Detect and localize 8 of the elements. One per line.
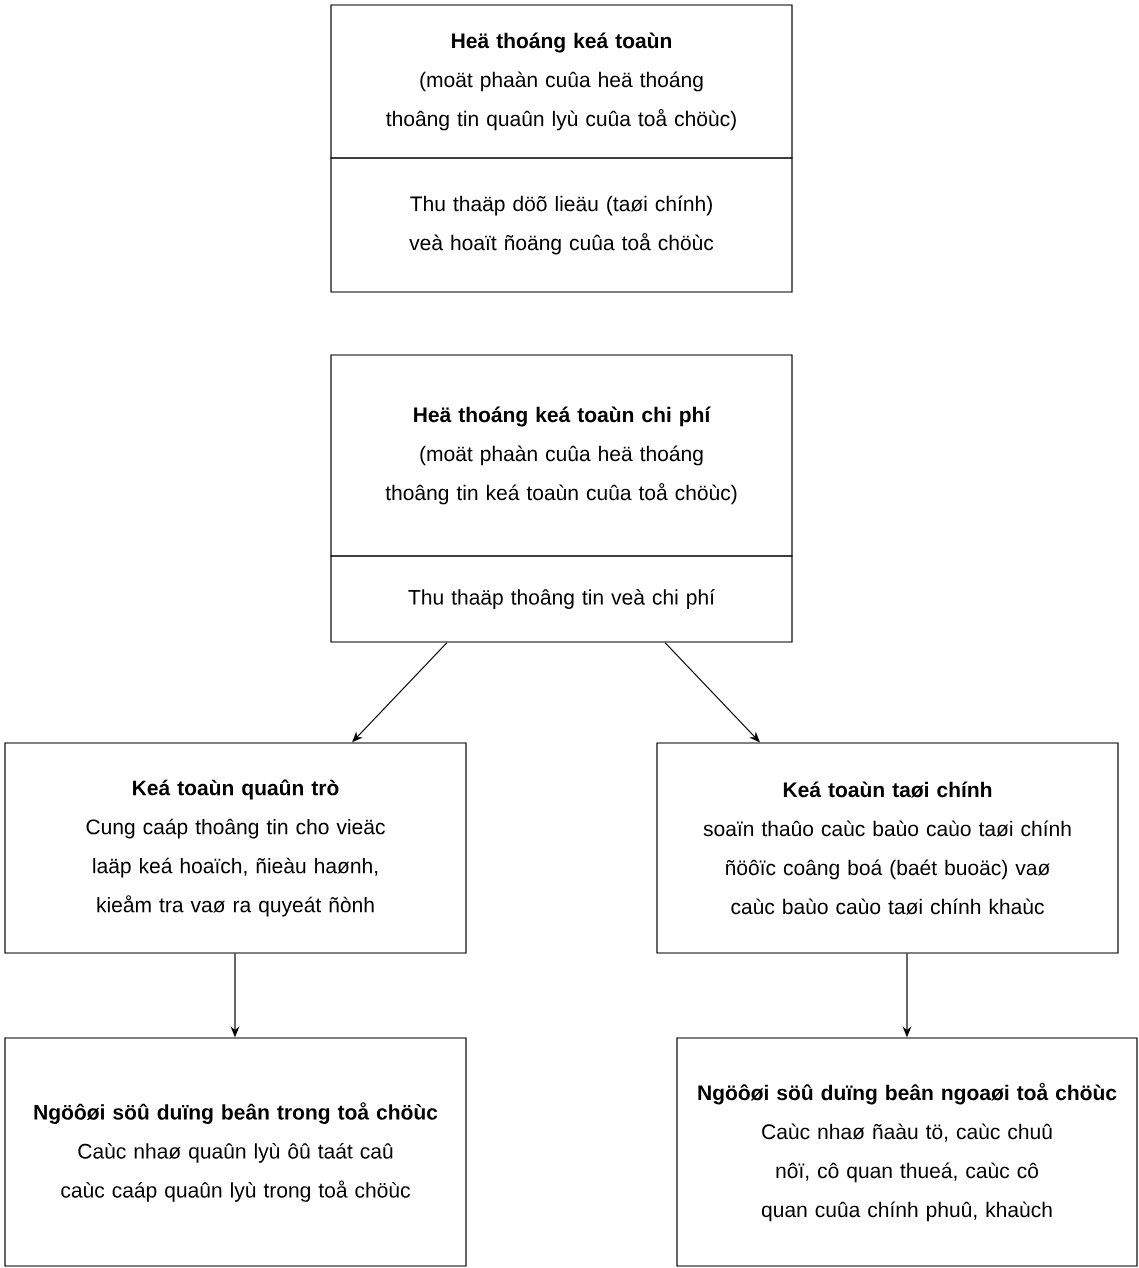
process-box: Keá toaùn quaûn trò Cung caáp thoâng tin cho vieäc laäp keá hoaïch, ñieàu haønh, kieåm tra vaø ra quyeát ñònh [4, 742, 467, 954]
process-box: Ngöôøi söû duïng beân ngoaøi toå chöùc Caùc nhaø ñaàu tö, caùc chuû nôï, cô quan thueá, caùc cô quan cuûa chính phuû, khaùch [676, 1037, 1138, 1267]
process-box: Thu thaäp döõ lieäu (taøi chính) veà hoaït ñoäng cuûa toå chöùc [330, 157, 793, 293]
heading-box: Heä thoáng keá toaùn chi phí (moät phaàn cuûa heä thoáng thoâng tin keá toaùn cuûa toå chöùc) [330, 354, 793, 557]
process-box: Ngöôøi söû duïng beân trong toå chöùc Caùc nhaø quaûn lyù ôû taát caû caùc caáp quaûn lyù trong toå chöùc [4, 1037, 467, 1267]
process-box: Thu thaäp thoâng tin veà chi phí [330, 555, 793, 643]
process-box: Keá toaùn taøi chính soaïn thaûo caùc baùo caùo taøi chính ñöôïc coâng boá (baét buoäc) vaø caùc baùo caùo taøi chính khaùc [656, 742, 1119, 954]
heading-box: Heä thoáng keá toaùn (moät phaàn cuûa heä thoáng thoâng tin quaûn lyù cuûa toå chöùc) [330, 4, 793, 159]
